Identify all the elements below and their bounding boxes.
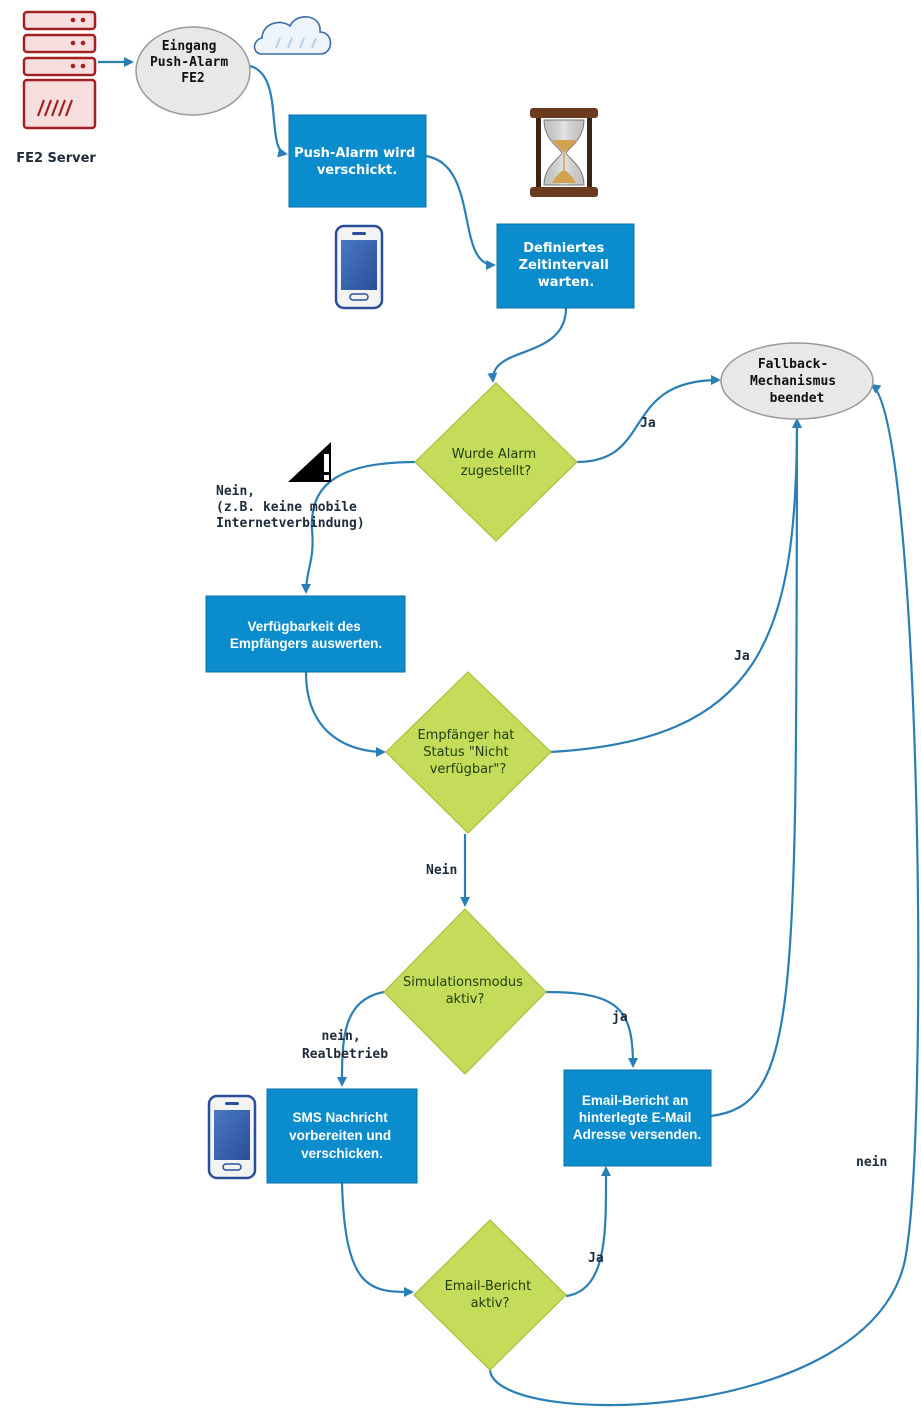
node-delivered-question: Wurde Alarm zugestellt?: [414, 382, 578, 542]
svg-text:Email-Bericht aktiv?: Email-Bericht aktiv?: [445, 1279, 536, 1311]
label-ja-delivered: Ja: [640, 416, 656, 431]
edge-simulation-email-send: [545, 990, 638, 1068]
server-icon: [22, 10, 97, 130]
node-fallback-end: Fallback- Mechanismus beendet: [720, 342, 874, 420]
node-sms: SMS Nachricht vorbereiten und verschicke…: [266, 1088, 418, 1184]
svg-text:Simulationsmodus aktiv?: Simulationsmodus aktiv?: [403, 975, 527, 1007]
edges: [98, 57, 920, 1407]
svg-text:Definiertes Zeitinterval: Definiertes Zeitintervall warten.: [519, 241, 614, 290]
svg-text:Eingang Push-Alarm: Eingang Push-Alarm FE2: [150, 39, 236, 86]
node-push-sent: Push-Alarm wird verschickt.: [288, 114, 427, 208]
svg-text:Verfügbarkeit des Empfän: Verfügbarkeit des Empfängers auswerten.: [230, 619, 382, 651]
svg-text:Wurde Alarm zugestellt?: Wurde Alarm zugestellt?: [452, 447, 541, 479]
node-wait: Definiertes Zeitintervall warten.: [496, 223, 635, 309]
label-nein-status: Nein: [426, 863, 457, 878]
svg-text:Fallback- Mechanismus: Fallback- Mechanismus beendet: [750, 357, 844, 406]
edge-email-q-fallback: [488, 383, 920, 1407]
edge-delivered-fallback: [576, 375, 721, 464]
node-simulation-question: Simulationsmodus aktiv?: [383, 908, 547, 1075]
label-nein-simulation: nein, Realbetrieb: [302, 1029, 388, 1062]
node-email-question: Email-Bericht aktiv?: [413, 1219, 567, 1371]
edge-email-send-fallback: [710, 418, 802, 1118]
edge-simulation-sms: [337, 990, 385, 1087]
edge-availability-status: [304, 671, 386, 757]
node-email-send: Email-Bericht an hinterlegte E-Mail Adre…: [563, 1069, 712, 1167]
label-nein-email: nein: [856, 1155, 887, 1170]
edge-status-fallback: [549, 418, 802, 754]
svg-text:Empfänger hat Status "Ni: Empfänger hat Status "Nicht verfügbar"?: [417, 728, 518, 777]
edge-delivered-availability: [301, 460, 417, 594]
svg-text:SMS Nachricht vorbereite: SMS Nachricht vorbereiten und verschicke…: [289, 1110, 395, 1161]
node-availability: Verfügbarkeit des Empfängers auswerten.: [205, 595, 406, 673]
label-ja-status: Ja: [734, 649, 750, 664]
cloud-icon: [253, 16, 332, 55]
edge-sms-email-q: [340, 1182, 414, 1297]
edge-wait-delivered: [487, 307, 568, 383]
node-eingang: Eingang Push-Alarm FE2: [135, 26, 251, 116]
edge-push-wait: [425, 154, 496, 270]
smartphone-icon: [207, 1094, 257, 1180]
label-nein-delivered: Nein, (z.B. keine mobile Internetverbind…: [216, 484, 365, 531]
node-status-question: Empfänger hat Status "Nicht verfügbar"?: [385, 671, 552, 834]
svg-text:Push-Alarm wird verschic: Push-Alarm wird verschickt.: [294, 146, 420, 178]
label-ja-simulation: ja: [612, 1010, 628, 1025]
edge-labels: Ja Nein, (z.B. keine mobile Internetverb…: [216, 416, 887, 1266]
hourglass-icon: [530, 108, 598, 197]
edge-eingang-push: [249, 64, 288, 158]
label-ja-email: Ja: [588, 1251, 604, 1266]
server-label: FE2 Server: [16, 151, 96, 166]
no-signal-icon: [288, 442, 331, 482]
smartphone-icon: [334, 224, 384, 310]
edge-email-q-email-send: [565, 1166, 612, 1298]
svg-text:Email-Bericht an hinterl: Email-Bericht an hinterlegte E-Mail Adre…: [573, 1093, 701, 1142]
